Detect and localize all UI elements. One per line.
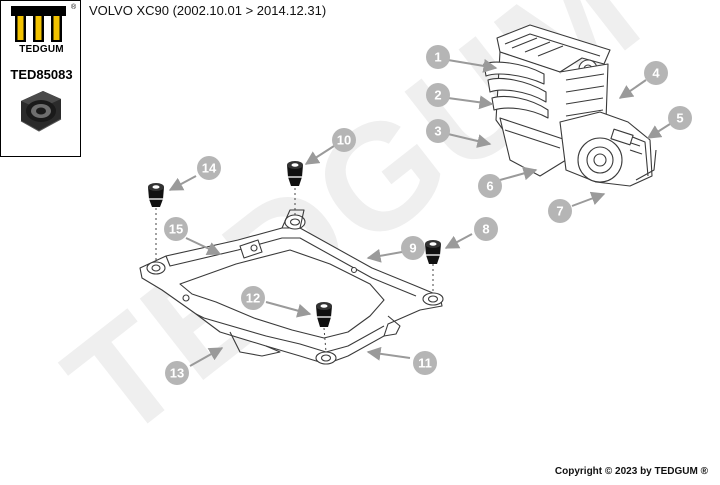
svg-text:12: 12 xyxy=(246,291,260,306)
svg-text:4: 4 xyxy=(652,66,660,81)
callout-6[interactable]: 6 xyxy=(478,174,502,198)
svg-text:7: 7 xyxy=(556,204,563,219)
callout-4[interactable]: 4 xyxy=(644,61,668,85)
callout-14[interactable]: 14 xyxy=(197,156,221,180)
svg-text:3: 3 xyxy=(434,124,441,139)
brand-name: TEDGUM xyxy=(19,44,64,55)
svg-text:1: 1 xyxy=(434,50,441,65)
svg-text:11: 11 xyxy=(418,356,432,371)
svg-text:8: 8 xyxy=(482,222,489,237)
callout-7[interactable]: 7 xyxy=(548,199,572,223)
callout-12[interactable]: 12 xyxy=(241,286,265,310)
part-photo-icon xyxy=(20,91,62,132)
bushing-14[interactable] xyxy=(148,183,164,207)
callout-8[interactable]: 8 xyxy=(474,217,498,241)
svg-text:15: 15 xyxy=(169,222,183,237)
svg-text:5: 5 xyxy=(676,111,683,126)
callout-2[interactable]: 2 xyxy=(426,83,450,107)
registered-mark: ® xyxy=(71,4,77,11)
svg-text:14: 14 xyxy=(202,161,217,176)
tedgum-logo-icon xyxy=(11,6,66,42)
bushing-12[interactable] xyxy=(316,302,332,327)
callout-5[interactable]: 5 xyxy=(668,106,692,130)
copyright-notice: Copyright © 2023 by TEDGUM ® xyxy=(554,466,708,477)
callout-3[interactable]: 3 xyxy=(426,119,450,143)
callout-15[interactable]: 15 xyxy=(164,217,188,241)
callout-11[interactable]: 11 xyxy=(413,351,437,375)
svg-text:10: 10 xyxy=(337,133,351,148)
callout-13[interactable]: 13 xyxy=(165,361,189,385)
vehicle-title: VOLVO XC90 (2002.10.01 > 2014.12.31) xyxy=(89,3,327,18)
tedgum-logo-and-part-image xyxy=(11,6,66,132)
leader-lines xyxy=(168,59,671,367)
svg-text:2: 2 xyxy=(434,88,441,103)
svg-text:6: 6 xyxy=(486,179,493,194)
svg-text:13: 13 xyxy=(170,366,184,381)
part-number: TED85083 xyxy=(10,67,73,82)
mount-guide-lines xyxy=(155,188,434,353)
engine-assembly xyxy=(483,24,657,187)
callout-9[interactable]: 9 xyxy=(401,236,425,260)
product-panel: ® TEDGUM TED85083 xyxy=(0,0,81,157)
bushing-10[interactable] xyxy=(287,161,303,186)
bushing-8[interactable] xyxy=(425,240,441,264)
callout-10[interactable]: 10 xyxy=(332,128,356,152)
subframe xyxy=(139,209,444,365)
callout-1[interactable]: 1 xyxy=(426,45,450,69)
svg-text:9: 9 xyxy=(409,241,416,256)
